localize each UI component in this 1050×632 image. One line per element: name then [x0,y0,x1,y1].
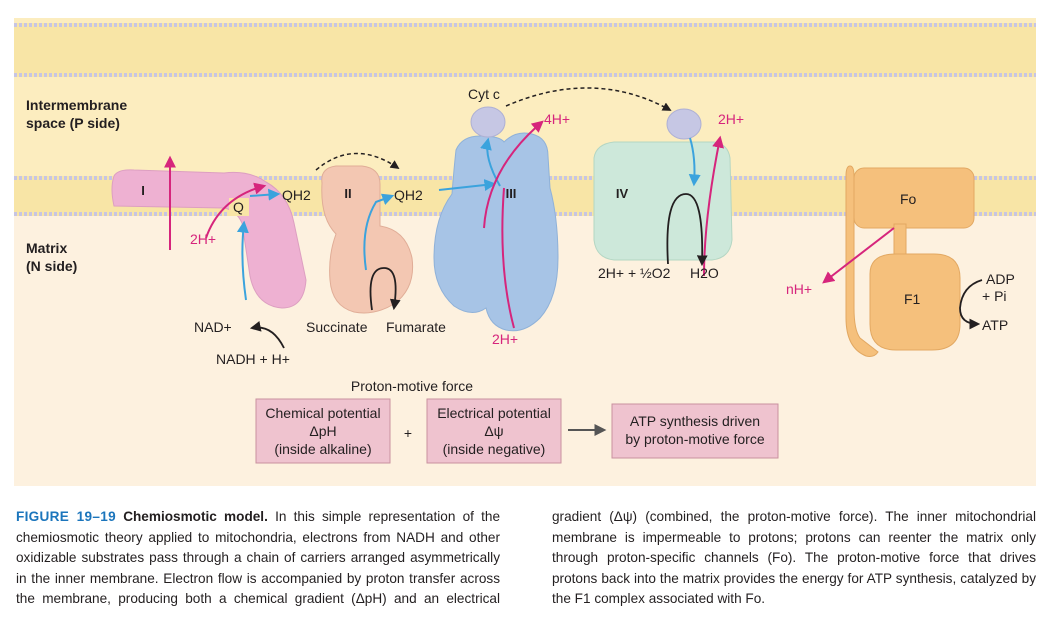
complex-ii-label: II [344,186,351,201]
n-side-label-line1: Matrix [26,240,67,256]
oxygen-arrow [666,193,708,267]
substrate-arrows [249,193,983,349]
atp-synthase: Fo F1 [845,165,975,357]
figure-number: FIGURE 19–19 [16,509,116,524]
q-label: Q [233,199,244,215]
cytc-shuttle-dashed [505,87,672,111]
adp-arrow [959,279,983,330]
chem-line1: Chemical potential [265,405,380,421]
electron-cytc-to-iv [688,137,701,187]
succinate-label: Succinate [306,319,368,335]
proton-flow [164,120,895,329]
pmf-heading: Proton-motive force [351,378,473,394]
q-box [229,198,249,216]
nadh-arrow [249,321,285,349]
qh2-label-a: QH2 [282,187,311,203]
elec-line2: Δψ [484,423,503,439]
electron-iii-to-cytc [480,137,501,187]
chem-line2: ΔpH [309,423,336,439]
proton-complex-iii-in [501,187,515,329]
proton-atp-synthase [822,227,895,284]
proton-label-atp-synthase: nH+ [786,281,812,297]
complex-iv-label: IV [616,186,629,201]
proton-complex-i [205,182,267,239]
complex-iii: III [433,132,559,332]
atp-box-line1: ATP synthesis driven [630,413,760,429]
atp-box-line2: by proton-motive force [625,431,764,447]
n-side-label-line2: (N side) [26,258,77,274]
cyt-c-label: Cyt c [468,86,500,102]
complex-iii-label: III [506,186,517,201]
proton-label-complex-iv-out: 2H+ [718,111,744,127]
pi-label: + Pi [982,288,1007,304]
atp-synthesis-box: ATP synthesis driven by proton-motive fo… [611,403,779,459]
proton-complex-iii-out [483,120,544,229]
electron-succinate-to-qh2 [363,193,395,271]
caption-body: In this simple representation of the che… [16,509,1036,607]
cytochrome-c-iv [666,108,702,140]
figure-caption: FIGURE 19–19 Chemiosmotic model. In this… [16,507,1036,625]
proton-label-complex-iii-in: 2H+ [492,331,518,347]
electrical-potential-box: Electrical potential Δψ (inside negative… [426,398,562,464]
electron-q-to-qh2 [249,188,281,201]
adp-label: ADP [986,271,1015,287]
electron-flow [236,137,701,301]
proton-label-complex-i: 2H+ [190,231,216,247]
p-side-label-line2: space (P side) [26,115,120,131]
p-side-label-line1: Intermembrane [26,97,127,113]
outer-membrane [14,23,1036,77]
chemical-potential-box: Chemical potential ΔpH (inside alkaline) [255,398,391,464]
nadh-label: NADH + H+ [216,351,290,367]
fo-label: Fo [900,191,917,207]
succinate-arrow [369,267,401,311]
electron-qh2-to-iii [438,179,497,192]
fumarate-label: Fumarate [386,319,446,335]
atp-label: ATP [982,317,1008,333]
figure-title: Chemiosmotic model. [123,509,268,524]
qh2-label-b: QH2 [394,187,423,203]
pmf-plus: + [404,425,412,441]
elec-line1: Electrical potential [437,405,551,421]
qh2-shuttle-dashed [315,152,400,171]
nad-label: NAD+ [194,319,232,335]
electron-nadh-to-q [236,220,249,301]
chemiosmotic-diagram: Intermembrane space (P side) Matrix (N s… [14,18,1036,486]
complex-iv-substrate-label: 2H+ + ½O2 [598,265,671,281]
proton-label-complex-iii-out: 4H+ [544,111,570,127]
water-label: H2O [690,265,719,281]
complex-i-label: I [141,183,145,198]
f1-label: F1 [904,291,921,307]
complex-iv: IV [593,141,733,261]
chem-line3: (inside alkaline) [274,441,371,457]
elec-line3: (inside negative) [443,441,546,457]
cytochrome-c-iii [470,106,506,138]
